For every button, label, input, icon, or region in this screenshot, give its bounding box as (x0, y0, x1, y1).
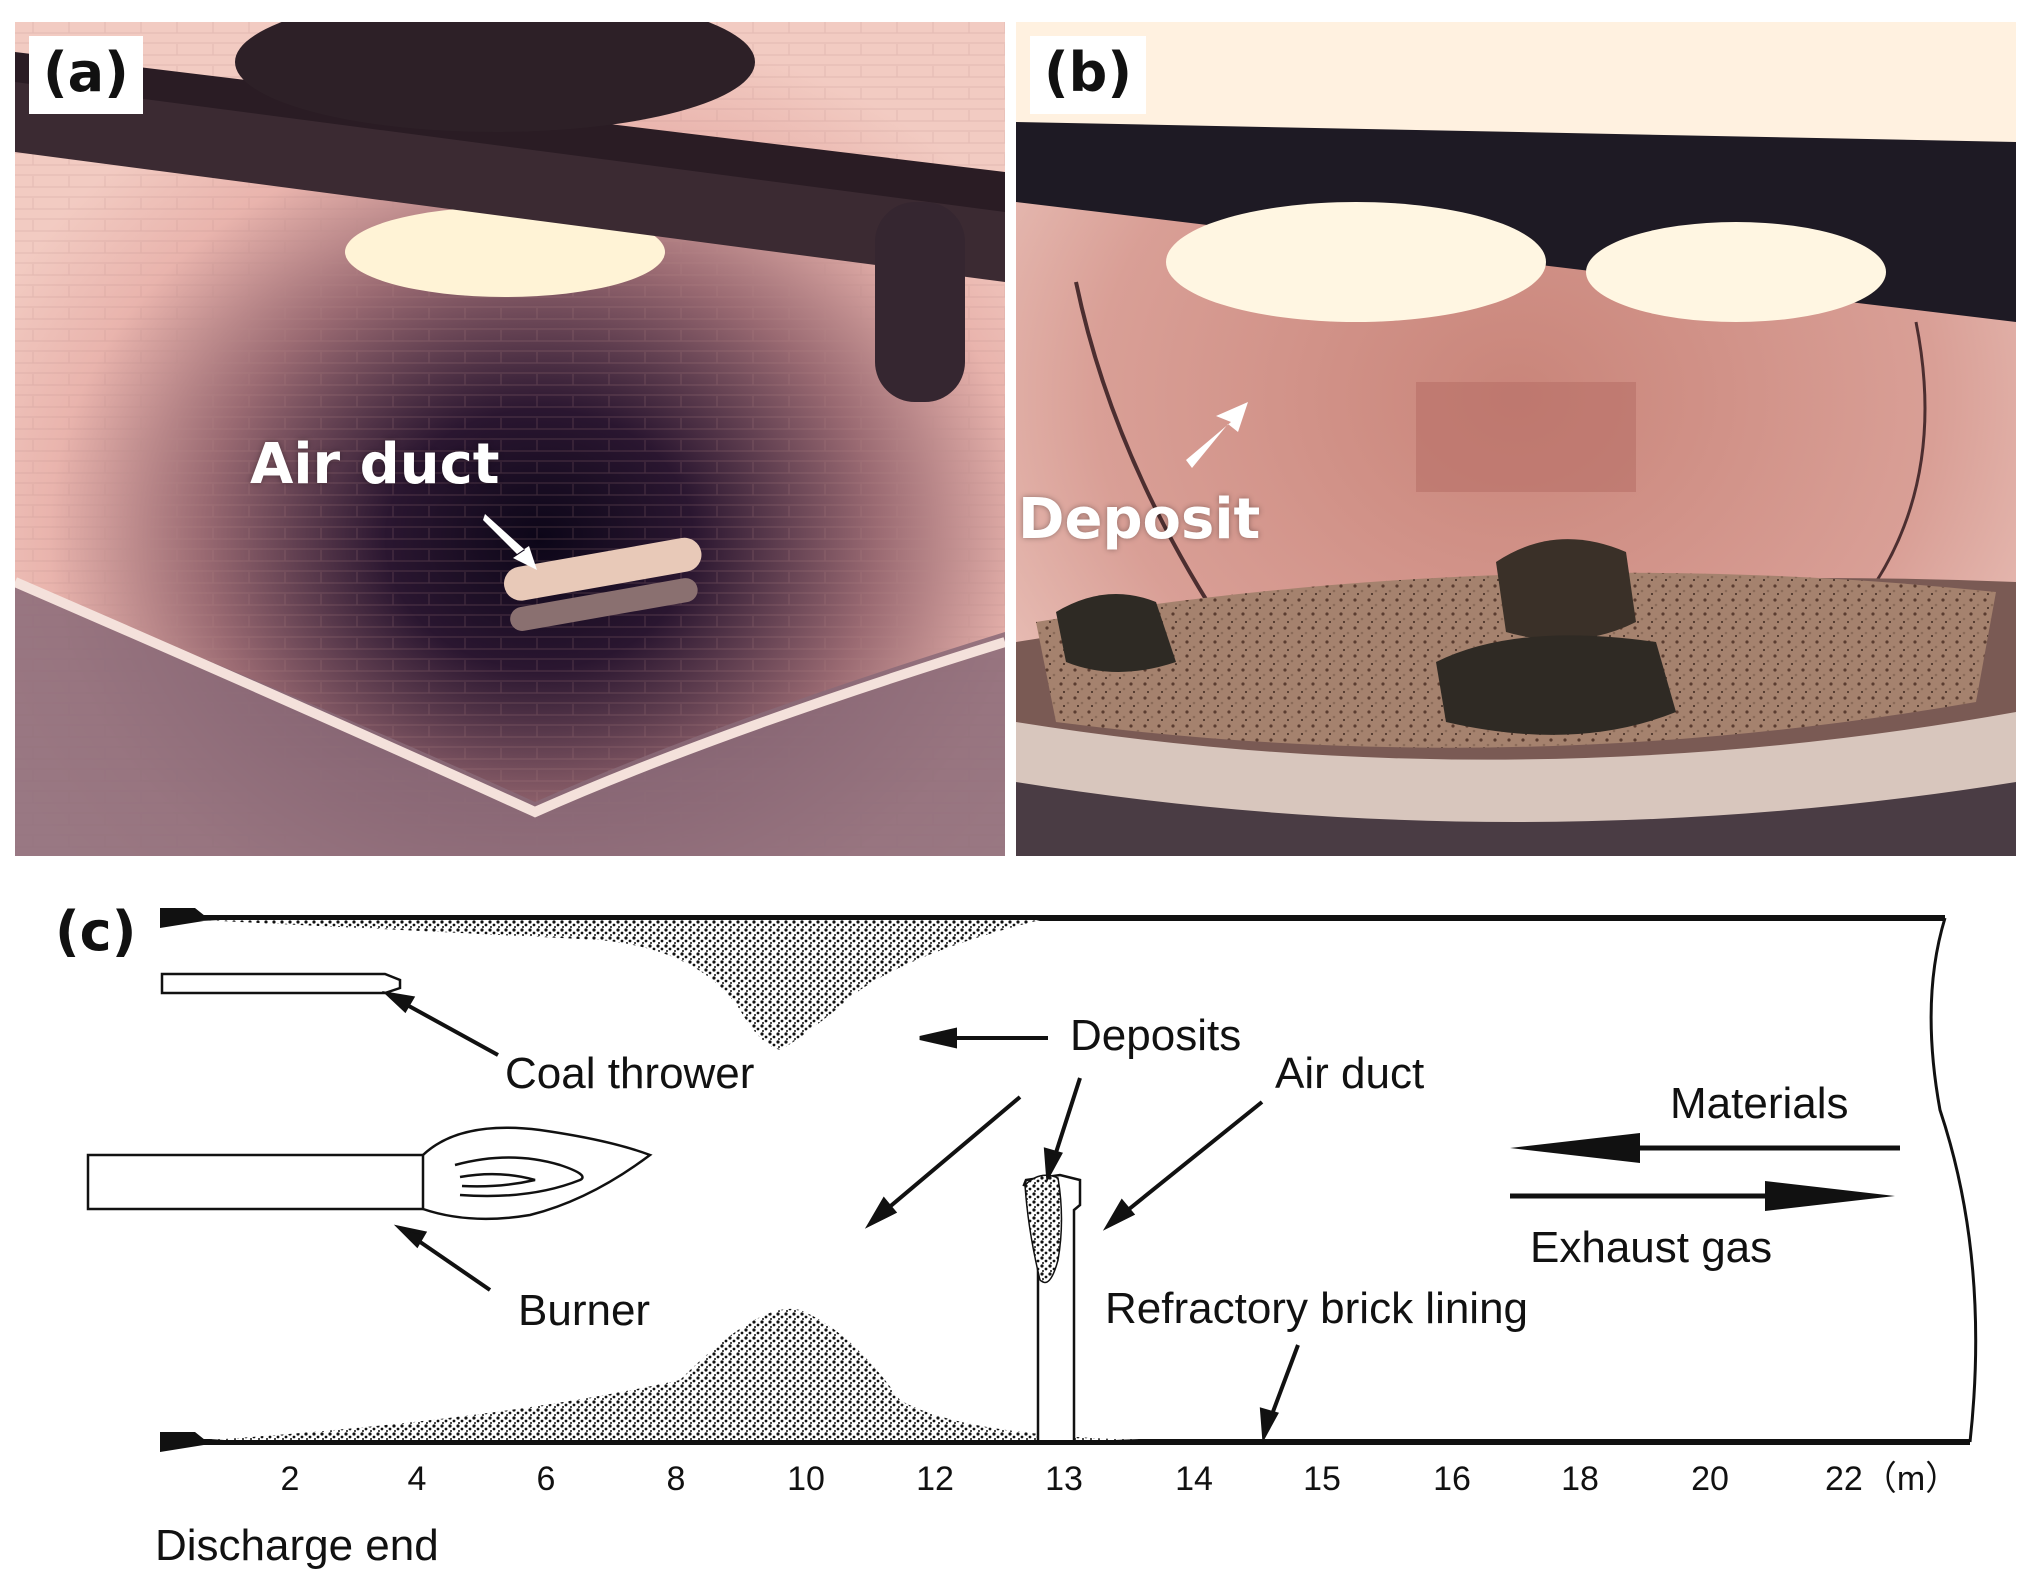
axis-tick: 2 (281, 1460, 300, 1498)
air-duct-pointer (1116, 1100, 1264, 1220)
axis-tick: 10 (787, 1460, 825, 1498)
burner-flame-inner (459, 1172, 536, 1188)
axis-tick: 6 (537, 1460, 556, 1498)
axis-tick: 13 (1045, 1460, 1083, 1498)
kiln-break-line (1929, 917, 1978, 1443)
label-materials: Materials (1670, 1079, 1849, 1128)
burner-flame-outer (422, 1126, 653, 1221)
axis-tick: 16 (1433, 1460, 1471, 1498)
photo-kiln-air-duct: (a) Air duct (15, 22, 1005, 856)
deposits-pointer-duct (1050, 1077, 1082, 1166)
axis-tick: 8 (667, 1460, 686, 1498)
coal-thrower-arrowhead (381, 990, 416, 1014)
air-duct-arrowhead (1102, 1198, 1136, 1231)
deposits-arrowhead-duct (1043, 1147, 1063, 1183)
panel-tag-a: (a) (29, 36, 143, 114)
axis-tick: 4 (408, 1460, 427, 1498)
coal-thrower-shape (160, 972, 402, 995)
deposits-arrowhead-top (919, 1027, 957, 1049)
kiln-bottom-flange (160, 1432, 210, 1452)
label-refractory-brick-lining: Refractory brick lining (1105, 1284, 1528, 1333)
photo-kiln-deposit: (b) Deposit (1016, 22, 2016, 856)
burner-pointer (408, 1233, 492, 1292)
axis-tick: 20 (1691, 1460, 1729, 1498)
axis-tick: 22（m） (1825, 1460, 1959, 1498)
label-exhaust-gas: Exhaust gas (1530, 1223, 1772, 1272)
label-burner: Burner (518, 1286, 650, 1335)
label-coal-thrower: Coal thrower (505, 1049, 754, 1098)
kiln-top-flange (160, 908, 210, 928)
panel-tag-c: (c) (55, 900, 136, 963)
burner-arrowhead (393, 1224, 428, 1249)
photo-label-deposit: Deposit (1018, 487, 1261, 552)
burner-shape (86, 1153, 425, 1211)
panel-tag-b: (b) (1030, 36, 1147, 114)
label-air-duct: Air duct (1275, 1049, 1424, 1098)
label-discharge-end: Discharge end (155, 1521, 439, 1570)
top-deposit (200, 920, 1040, 1050)
bottom-deposit (210, 1308, 1140, 1440)
refractory-arrowhead (1259, 1407, 1279, 1443)
axis-tick: 14 (1175, 1460, 1213, 1498)
label-deposits: Deposits (1070, 1011, 1241, 1060)
kiln-cross-section-diagram: (c) (0, 870, 2031, 1578)
air-duct-deposit (1024, 1174, 1063, 1284)
coal-thrower-pointer (397, 998, 499, 1057)
axis-tick: 18 (1561, 1460, 1599, 1498)
deposits-arrowhead-bottom (864, 1196, 898, 1229)
materials-flow-arrowhead (1510, 1133, 1640, 1163)
axis-tick: 15 (1303, 1460, 1341, 1498)
deposits-pointer-bottom (878, 1095, 1022, 1217)
burner-flame-middle (454, 1156, 584, 1198)
axis-tick: 12 (916, 1460, 954, 1498)
photo-label-air-duct: Air duct (250, 432, 500, 497)
exhaust-flow-arrowhead (1765, 1181, 1895, 1211)
